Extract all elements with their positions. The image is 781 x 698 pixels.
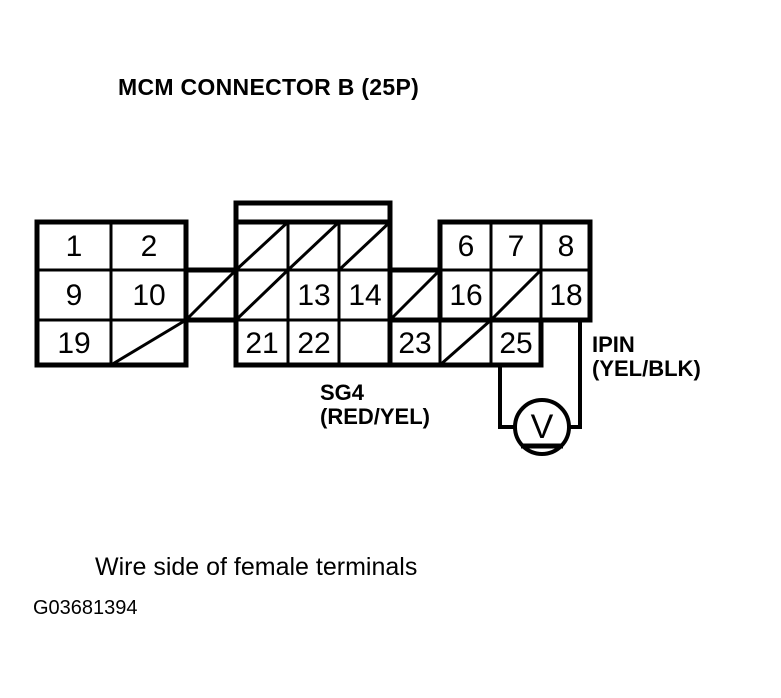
voltmeter-circle [513, 398, 571, 456]
pin-number-7: 7 [508, 230, 525, 263]
pin-number-16: 16 [449, 279, 482, 312]
pin-numbers: 1 2 9 10 19 13 14 21 22 6 7 8 16 18 23 2… [57, 230, 582, 360]
pin-number-25: 25 [499, 327, 532, 360]
wire-label-sg4: SG4 (RED/YEL) [320, 381, 430, 429]
pin-number-6: 6 [458, 230, 475, 263]
figure-id-code: G03681394 [33, 597, 138, 619]
wire-label-sg4-color: (RED/YEL) [320, 403, 430, 429]
pin-number-13: 13 [297, 279, 330, 312]
pin-number-22: 22 [297, 327, 330, 360]
pin-number-23: 23 [398, 327, 431, 360]
page-title: MCM CONNECTOR B (25P) [118, 74, 420, 100]
unused-cell-diagonals [110, 220, 543, 367]
pin-number-18: 18 [549, 279, 582, 312]
voltmeter-symbol: V [513, 398, 571, 456]
voltmeter-letter: V [531, 408, 554, 446]
pin-number-19: 19 [57, 327, 90, 360]
pin-number-1: 1 [66, 230, 83, 263]
pin-number-8: 8 [558, 230, 575, 263]
pin-number-2: 2 [141, 230, 158, 263]
wire-label-ipin-name: IPIN [592, 332, 635, 357]
wire-label-sg4-name: SG4 [320, 380, 365, 405]
pin-number-14: 14 [348, 279, 381, 312]
pin-number-10: 10 [132, 279, 165, 312]
wire-label-ipin-color: (YEL/BLK) [592, 355, 701, 381]
pin-number-9: 9 [66, 279, 83, 312]
wire-label-ipin: IPIN (YEL/BLK) [592, 333, 701, 381]
pin-number-21: 21 [245, 327, 278, 360]
diagram-caption: Wire side of female terminals [95, 553, 418, 581]
